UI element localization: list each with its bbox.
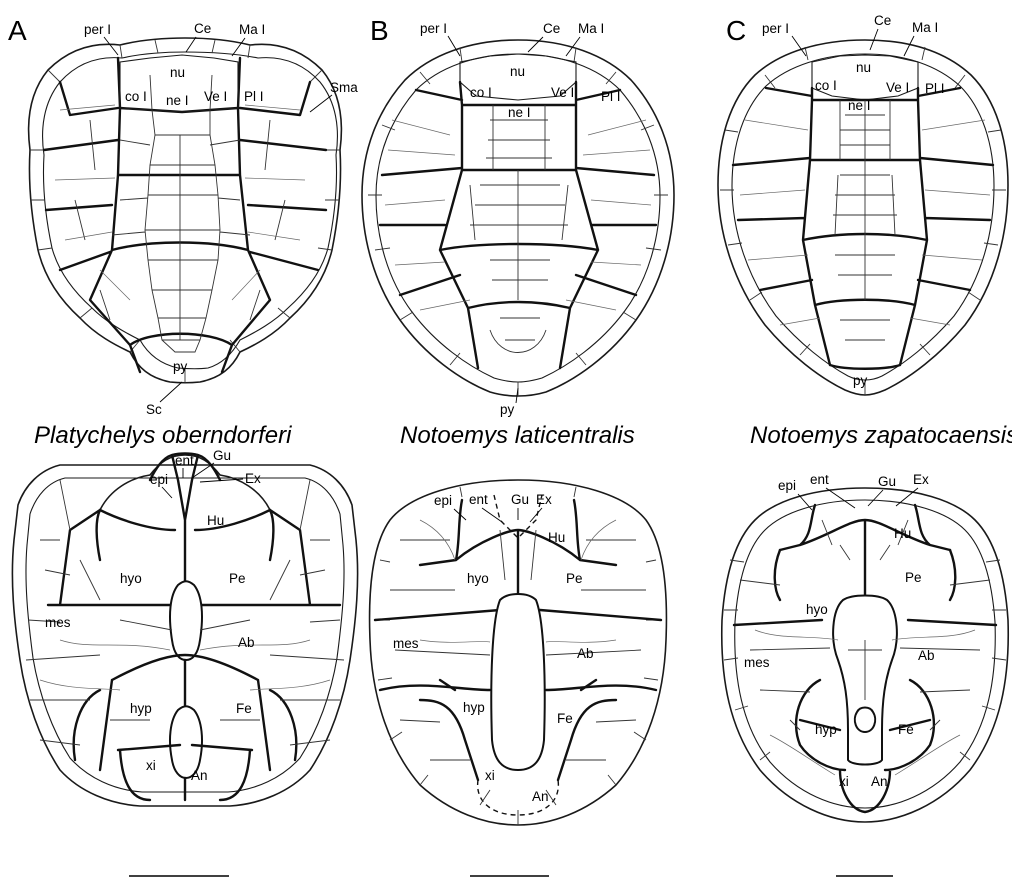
label-nu-b: nu [510,64,525,79]
label-py-b: py [500,402,515,417]
label-an-b: An [532,789,549,804]
label-hyp-a: hyp [130,701,152,716]
label-hu-a: Hu [207,513,224,528]
panel-letter-c: C [726,15,746,46]
label-epi-c: epi [778,478,796,493]
label-an-c: An [871,774,888,789]
label-py-c: py [853,373,868,388]
label-pe-a: Pe [229,571,246,586]
label-ce-a: Ce [194,21,211,36]
label-hyp-c: hyp [815,722,837,737]
label-co-c: co I [815,78,837,93]
label-gu-a: Gu [213,448,231,463]
label-ma-c: Ma I [912,20,938,35]
panel-letter-a: A [8,15,27,46]
label-nu-a: nu [170,65,185,80]
label-xi-b: xi [485,768,495,783]
label-ex-b: Ex [536,492,552,507]
panel-a-plastron: ent Gu epi Ex Hu hyo Pe mes Ab hyp Fe xi… [12,448,357,876]
label-per-a: per I [84,22,111,37]
panel-a-carapace: A per I Ce Ma I nu co I ne I Ve I Pl I S… [8,15,358,449]
label-hyo-c: hyo [806,602,828,617]
label-mes-c: mes [744,655,770,670]
label-ce-b: Ce [543,21,560,36]
label-ab-c: Ab [918,648,935,663]
label-hu-c: Hu [894,526,911,541]
label-ent-c: ent [810,472,829,487]
species-name-b: Notoemys laticentralis [400,422,635,449]
label-per-c: per I [762,21,789,36]
label-hyp-b: hyp [463,700,485,715]
label-hu-b: Hu [548,530,565,545]
label-gu-c: Gu [878,474,896,489]
label-xi-a: xi [146,758,156,773]
label-gu-b: Gu [511,492,529,507]
label-ent-a: ent [175,453,194,468]
label-ma-a: Ma I [239,22,265,37]
label-hyo-a: hyo [120,571,142,586]
label-co-b: co I [470,85,492,100]
label-sma-a: Sma [330,80,358,95]
label-pe-b: Pe [566,571,583,586]
label-an-a: An [191,768,208,783]
label-py-a: py [173,359,188,374]
label-hyo-b: hyo [467,571,489,586]
label-mes-a: mes [45,615,71,630]
label-epi-b: epi [434,493,452,508]
label-ne-a: ne I [166,93,189,108]
label-ce-c: Ce [874,13,891,28]
label-ab-b: Ab [577,646,594,661]
label-sc-a: Sc [146,402,162,417]
panel-c-carapace: C per I Ce Ma I nu co I Ve I ne I Pl I p… [718,13,1012,449]
label-pl-a: Pl I [244,89,264,104]
label-ent-b: ent [469,492,488,507]
label-ex-c: Ex [913,472,929,487]
label-fe-c: Fe [898,722,914,737]
label-per-b: per I [420,21,447,36]
label-co-a: co I [125,89,147,104]
species-name-c: Notoemys zapatocaensis [750,422,1012,449]
panel-b-carapace: B per I Ce Ma I nu co I Ve I ne I Pl I p… [362,15,674,449]
label-fe-b: Fe [557,711,573,726]
label-ab-a: Ab [238,635,255,650]
label-nu-c: nu [856,60,871,75]
label-pl-b: Pl I [601,89,621,104]
label-ve-c: Ve I [886,80,909,95]
label-ve-b: Ve I [551,85,574,100]
label-xi-c: xi [839,774,849,789]
label-ne-c: ne I [848,98,871,113]
label-fe-a: Fe [236,701,252,716]
label-pl-c: Pl I [925,81,945,96]
label-epi-a: epi [150,472,168,487]
species-name-a: Platychelys oberndorferi [34,422,292,449]
panel-b-plastron: epi ent Gu Ex Hu hyo Pe mes Ab hyp Fe xi… [370,480,667,876]
label-mes-b: mes [393,636,419,651]
label-ne-b: ne I [508,105,531,120]
label-ma-b: Ma I [578,21,604,36]
label-pe-c: Pe [905,570,922,585]
panel-letter-b: B [370,15,389,46]
panel-c-plastron: epi ent Gu Ex Hu Pe hyo mes Ab hyp Fe xi… [722,472,1008,876]
label-ex-a: Ex [245,471,261,486]
label-ve-a: Ve I [204,89,227,104]
